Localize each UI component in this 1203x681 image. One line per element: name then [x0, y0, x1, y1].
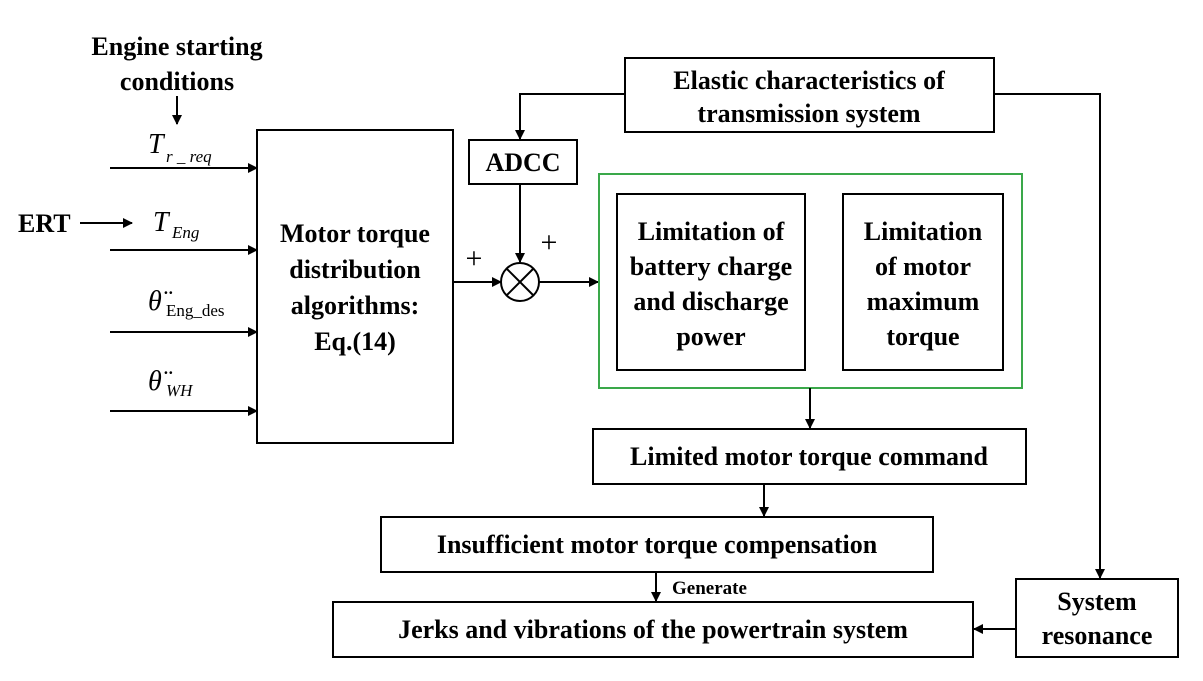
- motor-max-line2: of motor: [875, 252, 971, 281]
- compensation-block: [380, 516, 934, 573]
- t-req-subscript: r _ req: [166, 147, 212, 166]
- ert-label: ERT: [18, 209, 71, 238]
- motor-max-limit-block: [842, 193, 1004, 371]
- elastic-to-adcc-arrow: [515, 93, 625, 140]
- input-theta-wh: θ̈ WH: [148, 366, 194, 400]
- limited-command-block: [592, 428, 1027, 485]
- motor-alg-line1: Motor torque: [280, 219, 430, 248]
- elastic-block: [624, 57, 995, 133]
- t-eng-subscript: Eng: [171, 223, 199, 242]
- elastic-to-resonance-arrow: [994, 93, 1105, 579]
- input-theta-eng: θ̈ Eng_des: [148, 286, 225, 320]
- motor-alg-line2: distribution: [289, 255, 421, 284]
- plus-top: +: [541, 226, 558, 259]
- elastic-line2: transmission system: [697, 99, 921, 128]
- compensation-label: Insufficient motor torque compensation: [437, 530, 878, 559]
- theta-eng-subscript: Eng_des: [166, 301, 225, 320]
- motor-alg-line3: algorithms:: [291, 291, 420, 320]
- motor-algorithm-block: [256, 129, 454, 444]
- battery-limit-block: [616, 193, 806, 371]
- resonance-block: [1015, 578, 1179, 658]
- adcc-label: ADCC: [485, 148, 560, 177]
- summing-junction: [500, 262, 540, 302]
- theta-wh-subscript: WH: [166, 381, 194, 400]
- motor-max-line1: Limitation: [864, 217, 983, 246]
- adcc-block: [468, 139, 578, 185]
- engine-conditions-line2: conditions: [120, 67, 234, 96]
- motor-max-line4: torque: [886, 322, 959, 351]
- battery-line1: Limitation of: [638, 217, 785, 246]
- generate-label: Generate: [672, 578, 747, 599]
- battery-line4: power: [676, 322, 745, 351]
- motor-alg-line4: Eq.(14): [314, 327, 396, 356]
- input-t-req: T r _ req: [148, 129, 212, 166]
- jerks-label: Jerks and vibrations of the powertrain s…: [398, 615, 908, 644]
- jerks-block: [332, 601, 974, 658]
- resonance-line2: resonance: [1042, 621, 1153, 650]
- t-req-symbol: T: [148, 129, 166, 160]
- engine-conditions-line1: Engine starting: [91, 32, 262, 61]
- resonance-line1: System: [1057, 587, 1137, 616]
- plus-left: +: [466, 242, 483, 275]
- t-eng-symbol: T: [153, 207, 171, 238]
- elastic-line1: Elastic characteristics of: [673, 66, 945, 95]
- battery-line3: and discharge: [633, 287, 788, 316]
- motor-max-line3: maximum: [867, 287, 980, 316]
- input-t-eng: T Eng: [153, 207, 199, 242]
- limited-command-label: Limited motor torque command: [630, 442, 988, 471]
- battery-line2: battery charge: [630, 252, 792, 281]
